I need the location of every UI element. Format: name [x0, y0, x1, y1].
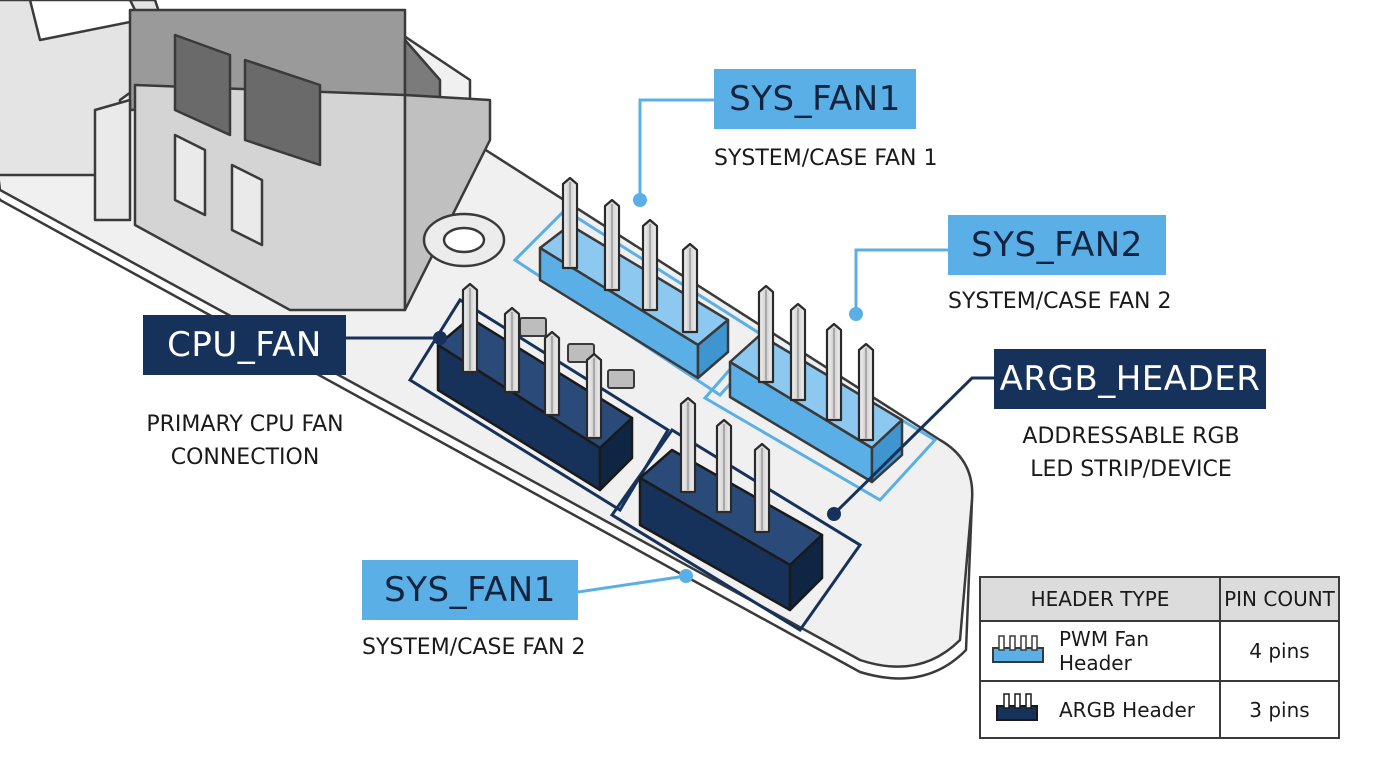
mounting-hole — [422, 212, 506, 268]
cpu-fan-header — [436, 316, 634, 492]
sys-fan1-top-description: SYSTEM/CASE FAN 1 — [714, 146, 938, 171]
leader-lines — [346, 98, 994, 594]
legend-argb-pins: 3 pins — [1249, 697, 1310, 722]
cpu-fan-label: CPU_FAN — [143, 315, 346, 375]
legend-row-argb: ARGB Header 3 pins — [981, 682, 1338, 737]
cpu-fan-description-line2: CONNECTION — [170, 445, 320, 470]
argb-header-description: ADDRESSABLE RGB LED STRIP/DEVICE — [1006, 420, 1256, 486]
io-connector — [0, 0, 492, 312]
header-pins — [461, 176, 875, 534]
sys-fan1-bottom-label: SYS_FAN1 — [362, 560, 578, 620]
argb-header-icon — [991, 692, 1047, 727]
legend-argb-type: ARGB Header — [1059, 697, 1195, 722]
sys-fan1-top-label: SYS_FAN1 — [714, 69, 916, 129]
argb-header-description-line2: LED STRIP/DEVICE — [1030, 457, 1232, 482]
sys-fan2-description: SYSTEM/CASE FAN 2 — [948, 289, 1172, 314]
legend-header-row: HEADER TYPE PIN COUNT — [981, 578, 1338, 622]
sys-fan2-label: SYS_FAN2 — [948, 215, 1166, 275]
argb-header-description-line1: ADDRESSABLE RGB — [1022, 424, 1240, 449]
pwm-header-icon — [991, 634, 1047, 669]
legend-header-pin-count: PIN COUNT — [1224, 587, 1335, 611]
legend-pwm-type: PWM Fan Header — [1059, 627, 1150, 675]
sys-fan1-header-top — [538, 223, 730, 380]
sys-fan1-bottom-description: SYSTEM/CASE FAN 2 — [362, 635, 586, 660]
argb-header-label: ARGB_HEADER — [994, 349, 1266, 409]
legend-table: HEADER TYPE PIN COUNT PWM Fan Header 4 p… — [979, 576, 1340, 739]
cpu-fan-description: PRIMARY CPU FAN CONNECTION — [120, 408, 370, 474]
legend-pwm-pins: 4 pins — [1249, 639, 1310, 663]
legend-row-pwm: PWM Fan Header 4 pins — [981, 622, 1338, 682]
cpu-fan-description-line1: PRIMARY CPU FAN — [146, 412, 344, 437]
legend-header-type: HEADER TYPE — [981, 578, 1221, 620]
